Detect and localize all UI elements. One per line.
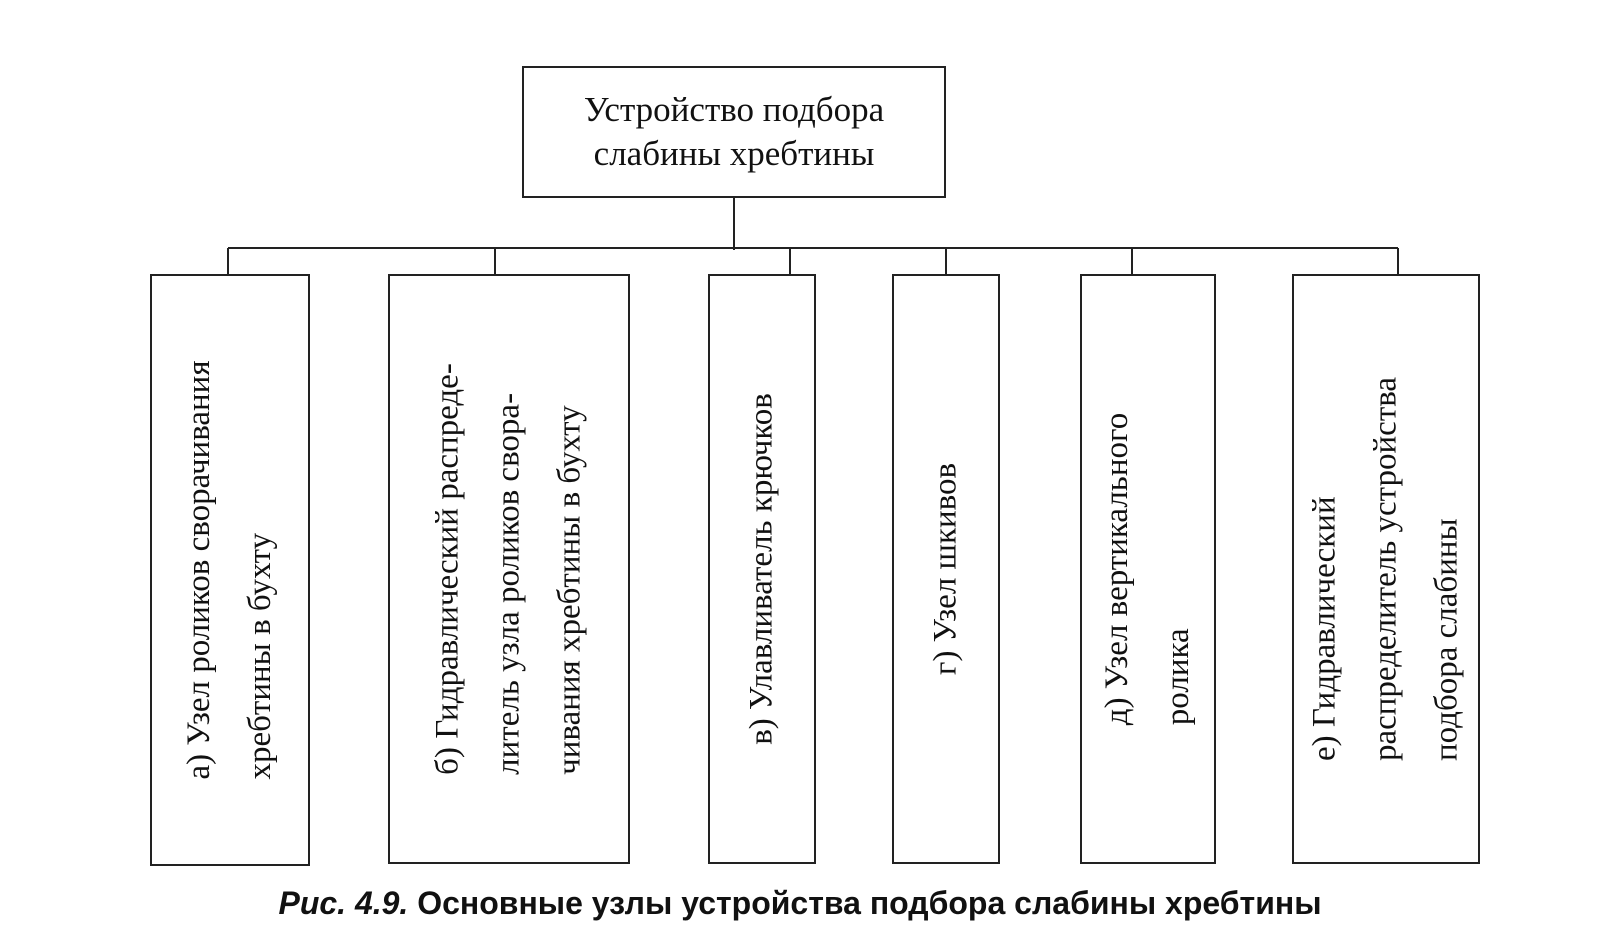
node-text-line: подбора слабины (1428, 518, 1465, 762)
node-text-line: г) Узел шкивов (927, 462, 964, 676)
root-node-line: слабины хребтины (593, 134, 875, 173)
child-node-d-label: д) Узел вертикального ролика (1087, 413, 1209, 725)
child-node-b: б) Гидравлический распреде- литель узла … (388, 274, 630, 864)
child-node-g: г) Узел шкивов (892, 274, 1000, 864)
child-node-b-label: б) Гидравлический распреде- литель узла … (418, 363, 601, 775)
figure-caption: Рис. 4.9. Основные узлы устройства подбо… (0, 883, 1600, 923)
figure-caption-text: Основные узлы устройства подбора слабины… (417, 885, 1322, 921)
node-text-line: б) Гидравлический распреде- (429, 363, 466, 775)
node-text-line: распределитель устройства (1367, 376, 1404, 762)
child-node-e: е) Гидравлический распределитель устройс… (1292, 274, 1480, 864)
figure-caption-label: Рис. 4.9. (278, 885, 409, 921)
child-node-d: д) Узел вертикального ролика (1080, 274, 1216, 864)
node-text-line: д) Узел вертикального (1099, 412, 1135, 726)
node-text-line: чивания хребтины в бухту (551, 405, 588, 775)
root-node-line: Устройство подбора (583, 89, 885, 129)
child-node-v-label: в) Улавливатель крючков (732, 393, 793, 745)
root-node: Устройство подбора слабины хребтины (522, 66, 946, 198)
node-text-line: хребтины в бухту (242, 532, 278, 780)
node-text-line: а) Узел роликов сворачивания (181, 360, 217, 780)
child-node-a-label: а) Узел роликов сворачивания хребтины в … (169, 360, 291, 779)
node-text-line: ролика (1160, 628, 1196, 726)
node-text-line: литель узла роликов свора- (490, 392, 527, 775)
root-node-title: Устройство подбора слабины хребтины (584, 88, 884, 176)
child-node-a: а) Узел роликов сворачивания хребтины в … (150, 274, 310, 866)
node-text-line: е) Гидравлический (1306, 496, 1343, 762)
node-text-line: в) Улавливатель крючков (743, 393, 780, 745)
child-node-v: в) Улавливатель крючков (708, 274, 816, 864)
child-node-g-label: г) Узел шкивов (916, 463, 977, 675)
child-node-e-label: е) Гидравлический распределитель устройс… (1295, 377, 1478, 761)
